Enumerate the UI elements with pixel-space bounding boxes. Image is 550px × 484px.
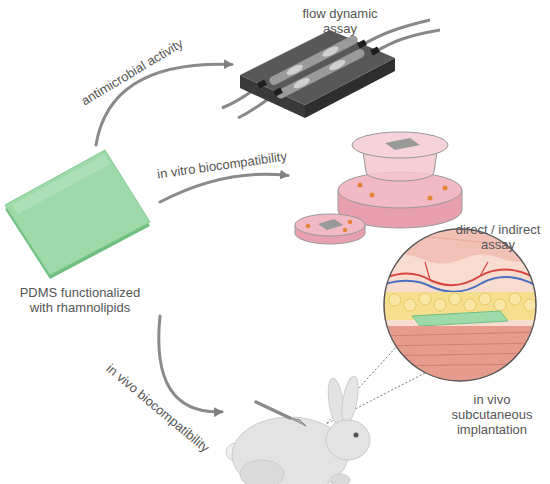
sheet-highlight [12, 155, 110, 214]
assay-node: flow dynamic assay [232, 2, 402, 127]
implant-sheet [412, 311, 508, 326]
well [292, 76, 311, 90]
ear [339, 375, 361, 425]
dish-rim [295, 214, 365, 236]
edge-label: in vitro biocompatibility [156, 148, 288, 181]
fitting [257, 80, 267, 89]
well [321, 44, 340, 58]
skin-line [380, 237, 540, 243]
fitting [273, 88, 283, 97]
fitting [357, 40, 367, 49]
hind-leg [240, 460, 284, 484]
node-label: PDMS functionalized with rhamnolipids [10, 285, 150, 315]
rabbit [226, 375, 370, 484]
tube [375, 30, 440, 52]
pdms-sheet [5, 150, 150, 279]
cell [348, 220, 352, 224]
cell [306, 224, 310, 228]
scalpel [256, 402, 306, 426]
small-dish [295, 214, 365, 244]
cell [358, 183, 363, 188]
well [285, 63, 304, 77]
device-channels [268, 34, 366, 100]
channel [275, 47, 366, 100]
node-label: direct / indirect assay [453, 222, 543, 252]
implant-node: in vivo subcutaneous implantation [222, 226, 547, 484]
cell [343, 228, 347, 232]
node-label: flow dynamic assay [295, 6, 385, 36]
capillary [425, 262, 488, 280]
dermis [380, 225, 540, 390]
sample-node: PDMS functionalized with rhamnolipids [0, 145, 160, 335]
head [326, 420, 370, 460]
well [328, 58, 347, 72]
sample-square [385, 138, 420, 150]
cell [370, 193, 375, 198]
cell [428, 196, 433, 201]
insert-rim [352, 132, 448, 158]
fat-cells [389, 293, 536, 311]
node-label: in vivo subcutaneous implantation [438, 392, 546, 437]
sample-square [318, 219, 343, 230]
fore-leg [330, 474, 350, 484]
curved-arrow [159, 316, 222, 412]
edge-label: antimicrobial activity [78, 36, 185, 109]
scalpel-blade [290, 418, 306, 426]
assay-node: direct / indirect assay [288, 100, 546, 268]
edge-label: in vivo biocompatibility [104, 361, 213, 456]
fitting [370, 47, 380, 56]
muscle-fibres [380, 332, 540, 366]
eye [354, 433, 359, 438]
sheet-face [5, 150, 150, 275]
device-top [240, 30, 395, 105]
scalpel-handle [256, 402, 290, 418]
cell [443, 186, 448, 191]
vein [385, 277, 535, 292]
skin-inset [380, 225, 540, 390]
transwell-insert [352, 132, 448, 181]
